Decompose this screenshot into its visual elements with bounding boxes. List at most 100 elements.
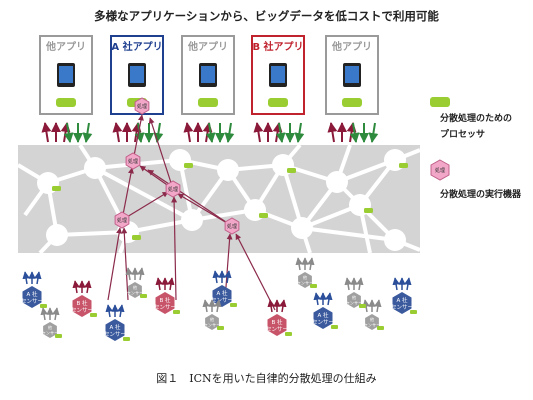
tablet-screen xyxy=(201,66,215,83)
upload-arrow xyxy=(183,122,194,143)
sensor-hex xyxy=(313,307,333,329)
sensor-label-line2: センサー xyxy=(266,326,288,333)
legend-processor-line1: 分散処理のための xyxy=(440,114,513,124)
app-card-3: 他アプリ xyxy=(181,35,235,115)
sensor-hex xyxy=(205,314,219,330)
network-link xyxy=(94,166,193,222)
diagram-title: 多様なアプリケーションから、ビッグデータを低コストで利用可能 xyxy=(94,9,439,23)
sensor-processor xyxy=(377,326,384,330)
sensor-arrow xyxy=(356,277,364,291)
app-card-1: 他アプリ xyxy=(39,35,93,115)
flow-arrow xyxy=(121,167,134,221)
process-device: 処理 xyxy=(224,217,240,235)
sensor-arrow xyxy=(52,307,60,321)
sensor-arrow xyxy=(214,299,222,313)
sensor-hex xyxy=(365,314,379,330)
sensor-label-line1: A 社 xyxy=(317,311,329,319)
sensor-hex xyxy=(72,295,92,317)
process-hex xyxy=(165,180,181,198)
download-arrow xyxy=(63,122,74,143)
sensor-label-line1: 他 xyxy=(303,274,308,281)
sensor-label-line2: センサー xyxy=(211,297,233,304)
legend: 処理 xyxy=(430,97,450,181)
process-hex xyxy=(114,211,130,229)
node-processor xyxy=(52,186,61,191)
processor-chip xyxy=(198,98,218,107)
sensor-hex xyxy=(155,292,175,314)
download-arrow xyxy=(82,122,93,143)
flow-arrow xyxy=(121,227,129,301)
sensor-label-line1: 他 xyxy=(210,316,215,323)
flow-arrow xyxy=(121,191,169,221)
sensor-label-line1: 他 xyxy=(370,316,375,323)
sensor-hex xyxy=(392,292,412,314)
app-arrows xyxy=(41,122,379,143)
sensor-label-line1: 他 xyxy=(352,294,357,301)
download-arrow xyxy=(224,122,235,143)
sensor-hex xyxy=(267,314,287,336)
sensor-arrow xyxy=(117,304,125,318)
sensor-label-line1: A 社 xyxy=(109,323,121,331)
sensor-hex xyxy=(22,286,42,308)
network-node xyxy=(181,209,203,231)
process-device: 処理 xyxy=(125,152,141,170)
network-link xyxy=(301,226,396,242)
network-node xyxy=(46,224,68,246)
download-arrow xyxy=(368,122,379,143)
process-hex-label: 処理 xyxy=(227,223,237,230)
processor-chip xyxy=(342,98,362,107)
sensor-hex xyxy=(43,322,57,338)
process-hex-label: 処理 xyxy=(137,103,147,110)
sensor-processor xyxy=(55,334,62,338)
sensor-processor xyxy=(410,310,417,314)
legend-device-icon-label: 処理 xyxy=(435,167,445,174)
sensor-label-line2: センサー xyxy=(71,307,93,314)
sensor-label-line2: センサー xyxy=(312,319,334,326)
sensor-arrow xyxy=(307,257,315,271)
app-label: 他アプリ xyxy=(187,40,228,53)
app-label: B 社アプリ xyxy=(252,40,303,53)
process-hex xyxy=(125,152,141,170)
node-processor xyxy=(287,168,296,173)
network-node xyxy=(84,157,106,179)
processor-chip xyxy=(268,98,288,107)
sensor-label-line2: センサー xyxy=(204,323,221,329)
sensor-label-line2: センサー xyxy=(154,304,176,311)
sensor-arrow xyxy=(313,292,321,306)
download-arrow xyxy=(205,122,216,143)
flow-arrow xyxy=(235,233,276,311)
download-arrow xyxy=(349,122,360,143)
upload-arrow xyxy=(253,122,264,143)
sensor-arrow xyxy=(167,277,175,291)
sensor-label-line2: センサー xyxy=(42,331,59,337)
flow-arrow xyxy=(107,227,123,301)
legend-processor-line2: プロセッサ xyxy=(440,130,486,140)
sensor-arrow xyxy=(392,277,400,291)
figure-caption: 図１ ICNを用いた自律的分散処理の仕組み xyxy=(156,372,377,385)
download-arrow xyxy=(153,122,164,143)
sensor-label-line1: B 社 xyxy=(159,296,171,304)
process-hex-label: 処理 xyxy=(168,186,178,193)
sensor-label-line1: 他 xyxy=(133,284,138,291)
sensor-label-line1: A 社 xyxy=(396,296,408,304)
app-label: 他アプリ xyxy=(45,40,86,53)
node-processor xyxy=(259,213,268,218)
sensor-processor xyxy=(217,326,224,330)
app-label: A 社アプリ xyxy=(111,40,162,53)
sensor-processor xyxy=(359,304,366,308)
sensor-arrow xyxy=(105,304,113,318)
node-processor xyxy=(399,163,408,168)
network-node xyxy=(291,217,313,239)
sensor-arrow xyxy=(202,299,210,313)
